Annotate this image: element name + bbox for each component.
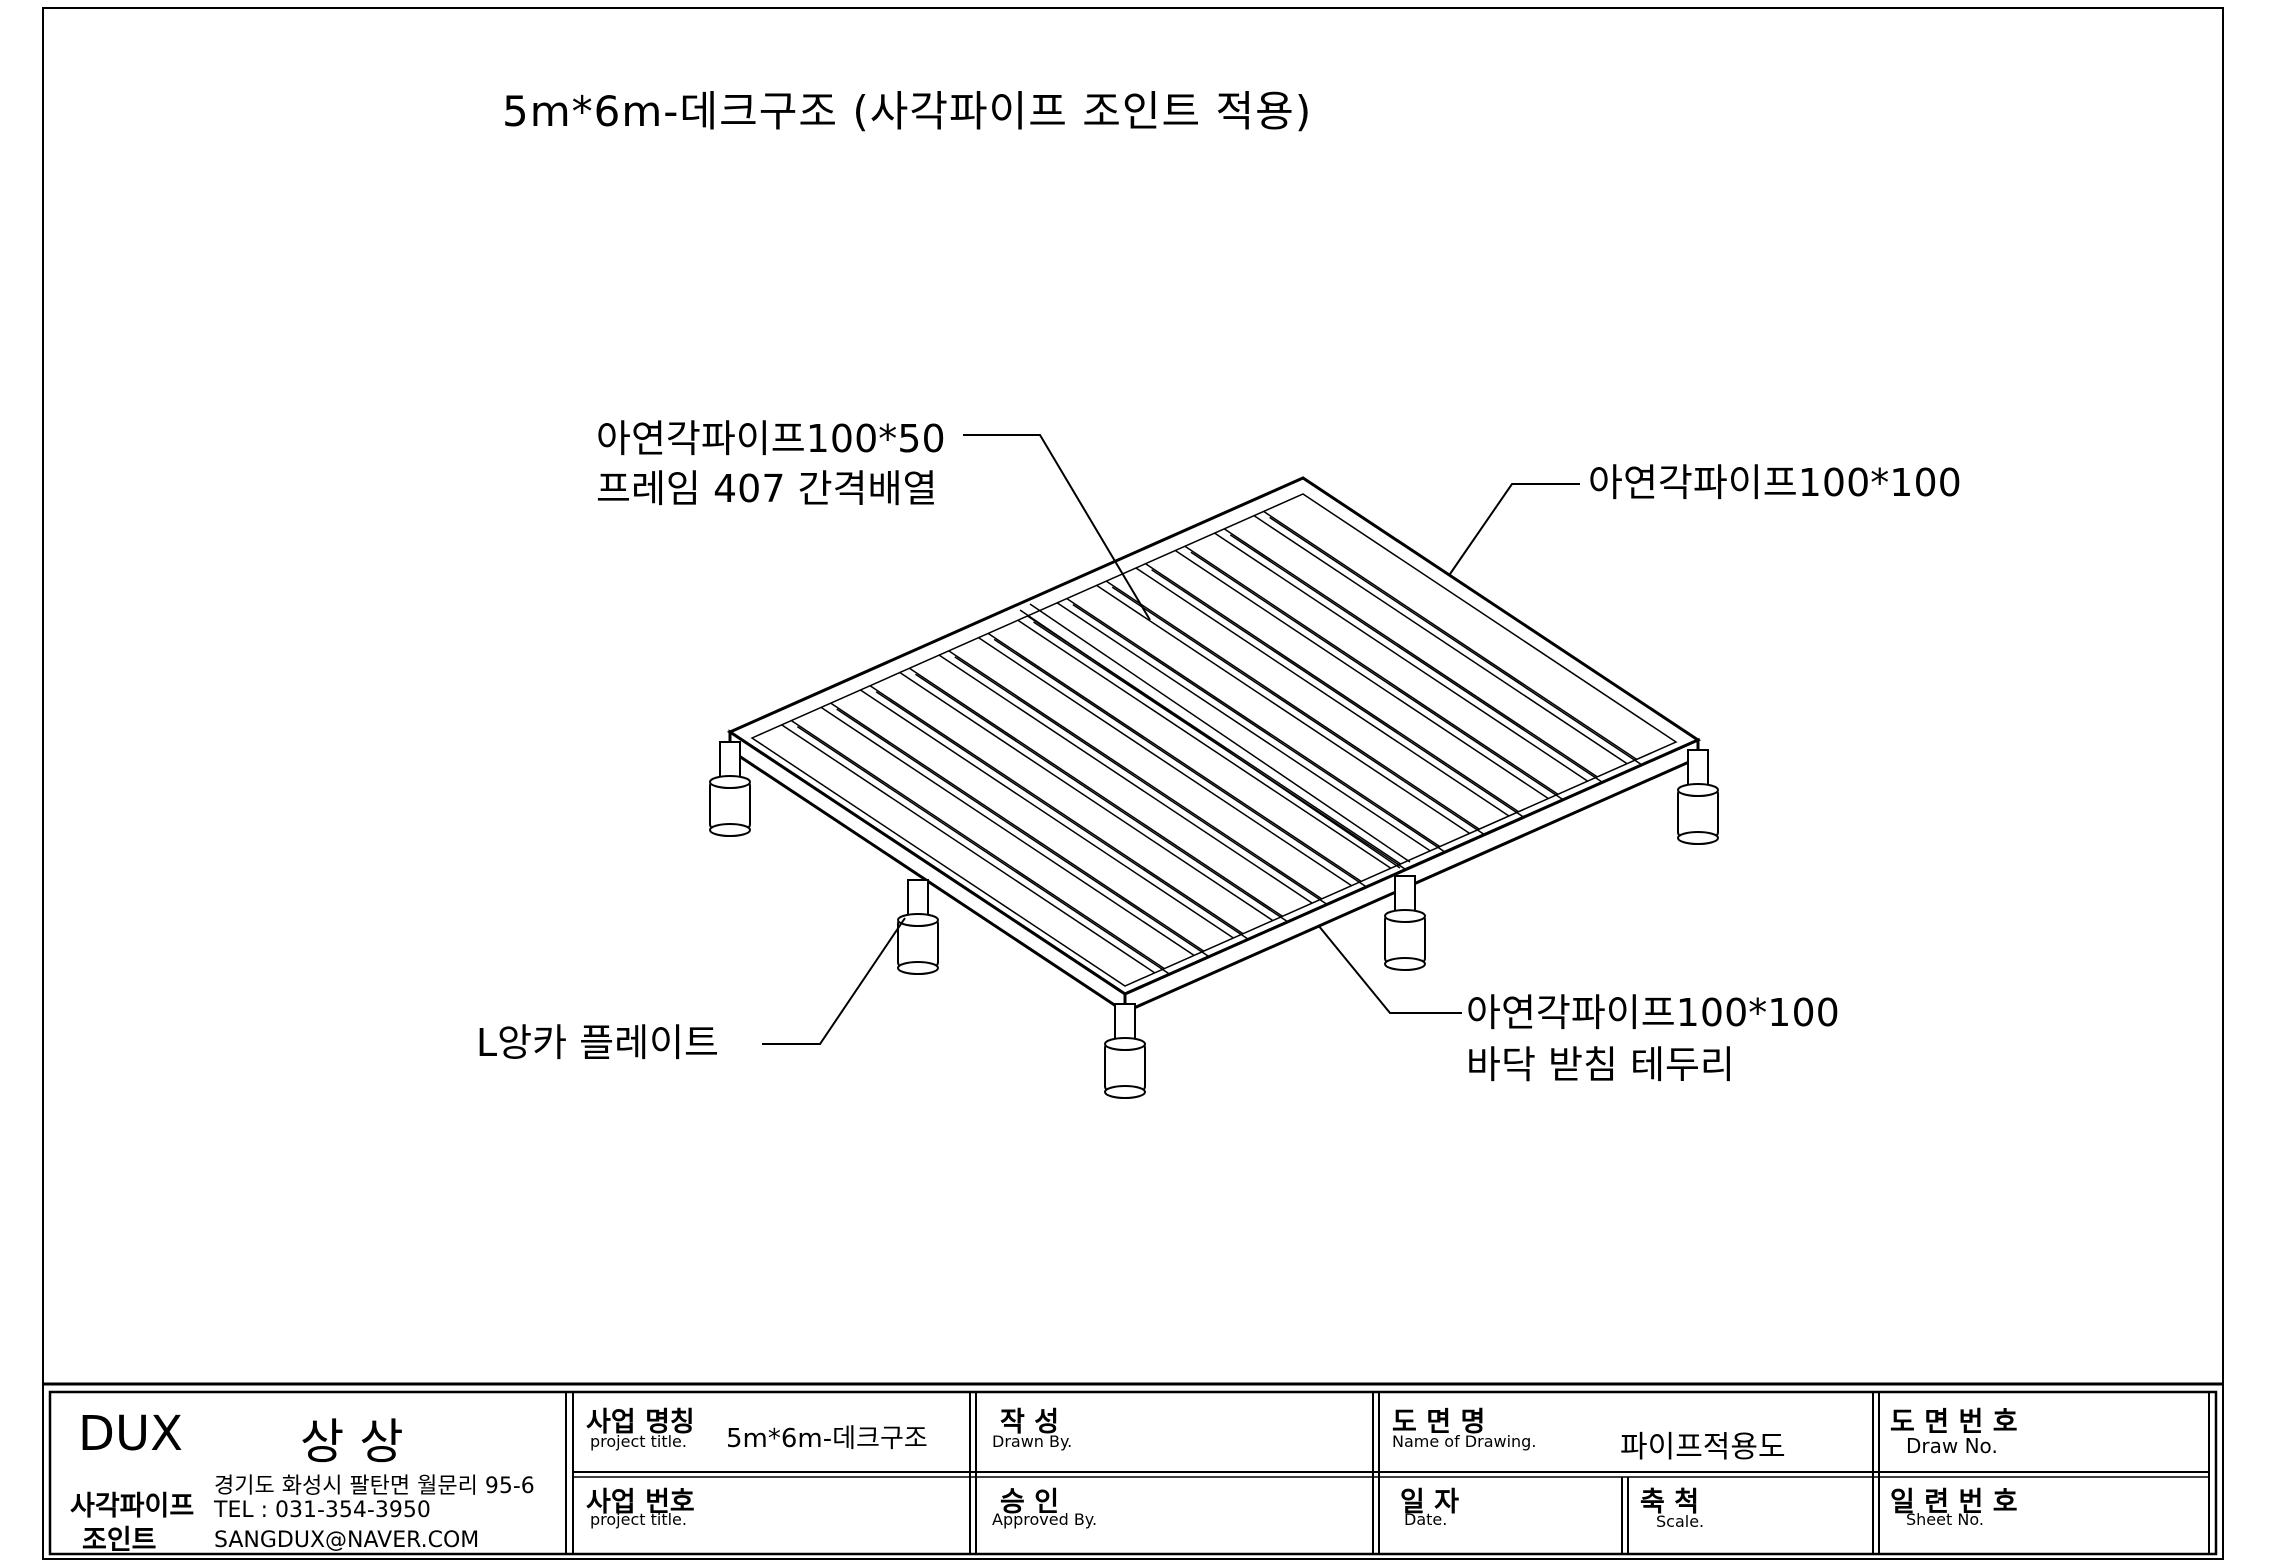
leader-anchor bbox=[762, 917, 906, 1045]
joist bbox=[1174, 545, 1565, 801]
callout-frame-line2: 프레임 407 간격배열 bbox=[596, 467, 938, 511]
project-no-label-en: project title. bbox=[590, 1510, 687, 1529]
project-no-label: 사업 번호 bbox=[586, 1487, 695, 1518]
product-line2: 조인트 bbox=[82, 1525, 157, 1556]
post-footing bbox=[897, 879, 939, 975]
post-footing bbox=[1104, 1003, 1146, 1099]
draw-no-label: 도 면 번 호 bbox=[1890, 1407, 2018, 1438]
post-group bbox=[709, 741, 1719, 1099]
post-footing bbox=[1677, 749, 1719, 845]
scale-label: 축 척 bbox=[1640, 1487, 1700, 1518]
leader-frame bbox=[963, 434, 1151, 621]
approved-by-label: 승 인 bbox=[1000, 1487, 1060, 1518]
drawing-title: 5m*6m-데크구조 (사각파이프 조인트 적용) bbox=[502, 87, 1313, 136]
drawing-name-label-en: Name of Drawing. bbox=[1392, 1432, 1537, 1451]
sheet-no-label: 일 련 번 호 bbox=[1890, 1487, 2018, 1518]
joist bbox=[899, 667, 1289, 923]
joist bbox=[1135, 563, 1525, 819]
post-footing bbox=[709, 741, 751, 837]
company-name: DUX bbox=[78, 1406, 183, 1462]
joist bbox=[1056, 597, 1447, 854]
drawing-name-label: 도 면 명 bbox=[1392, 1407, 1486, 1438]
joist bbox=[938, 650, 1329, 906]
post-footing bbox=[1384, 875, 1426, 971]
leader-top-edge bbox=[1449, 483, 1580, 575]
scale-label-en: Scale. bbox=[1656, 1512, 1705, 1531]
joist-group bbox=[780, 510, 1644, 976]
company-name-ko: 상 상 bbox=[300, 1414, 404, 1470]
date-label: 일 자 bbox=[1400, 1487, 1460, 1518]
company-address: 경기도 화성시 팔탄면 월문리 95-6 bbox=[214, 1474, 535, 1499]
project-title-label: 사업 명칭 bbox=[586, 1407, 695, 1438]
joist bbox=[1213, 528, 1604, 784]
joist bbox=[859, 685, 1250, 941]
date-label-en: Date. bbox=[1404, 1510, 1448, 1529]
callout-frame-line1: 아연각파이프100*50 bbox=[596, 417, 946, 461]
joist bbox=[1253, 510, 1644, 767]
joist bbox=[977, 632, 1368, 889]
frame-inner-edge bbox=[750, 493, 1678, 987]
callout-base-line2: 바닥 받침 테두리 bbox=[1466, 1043, 1735, 1087]
company-email: SANGDUX@NAVER.COM bbox=[214, 1528, 480, 1553]
joist bbox=[820, 702, 1211, 958]
drawing-name-value: 파이프적용도 bbox=[1620, 1430, 1786, 1465]
drawn-by-label-en: Drawn By. bbox=[992, 1432, 1073, 1451]
joist bbox=[1095, 580, 1486, 836]
product-line1: 사각파이프 bbox=[70, 1491, 195, 1522]
drawn-by-label: 작 성 bbox=[1000, 1407, 1060, 1438]
draw-no-label-en: Draw No. bbox=[1906, 1434, 1998, 1458]
project-title-value: 5m*6m-데크구조 bbox=[726, 1424, 928, 1454]
sheet-no-label-en: Sheet No. bbox=[1906, 1510, 1984, 1529]
callout-base-line1: 아연각파이프100*100 bbox=[1466, 991, 1840, 1035]
company-tel: TEL : 031-354-3950 bbox=[214, 1498, 431, 1523]
center-beam bbox=[1019, 603, 1411, 869]
leader-base bbox=[1317, 924, 1462, 1014]
callout-anchor: L앙카 플레이트 bbox=[476, 1021, 720, 1065]
joist bbox=[780, 719, 1171, 976]
project-title-label-en: project title. bbox=[590, 1432, 687, 1451]
approved-by-label-en: Approved By. bbox=[992, 1510, 1098, 1529]
callout-top-edge: 아연각파이프100*100 bbox=[1588, 461, 1962, 505]
